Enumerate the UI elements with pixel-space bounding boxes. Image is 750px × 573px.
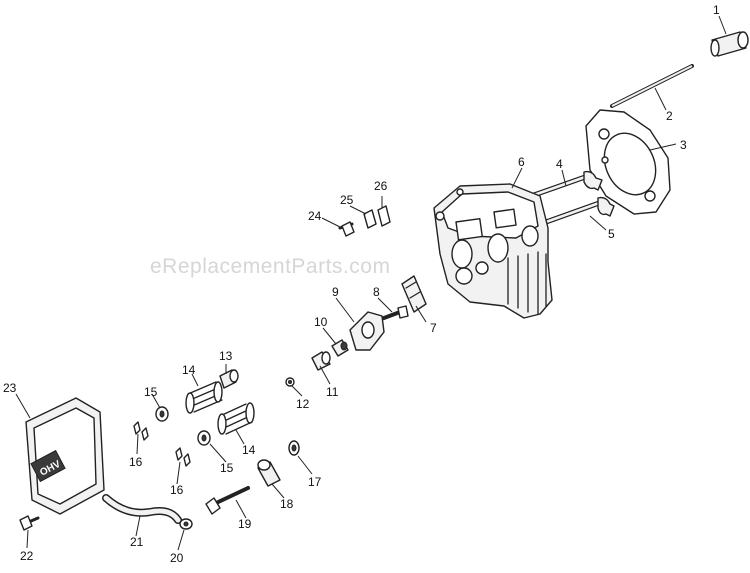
- callout-14-upper: 14: [182, 363, 196, 377]
- callout-4: 4: [556, 157, 563, 171]
- part-21-breather-hose[interactable]: [102, 494, 182, 524]
- callout-24: 24: [308, 209, 322, 223]
- part-2-push-rod[interactable]: [610, 64, 694, 108]
- leader-lines: [15, 15, 727, 551]
- callout-17: 17: [308, 475, 322, 489]
- part-25-clip[interactable]: [363, 209, 377, 229]
- callout-22: 22: [20, 549, 34, 563]
- part-23-valve-cover[interactable]: OHV: [25, 397, 105, 515]
- part-17-washer[interactable]: [288, 440, 300, 456]
- callout-11: 11: [326, 385, 339, 399]
- callout-15-lower: 15: [220, 461, 234, 475]
- part-26-clip[interactable]: [377, 205, 391, 227]
- part-15-washer-upper[interactable]: [155, 406, 169, 422]
- callout-16-lower: 16: [170, 483, 184, 497]
- callout-5: 5: [608, 227, 615, 241]
- part-20-hose-clamp[interactable]: [179, 518, 193, 530]
- part-13-retainer[interactable]: [219, 369, 239, 389]
- callout-8: 8: [373, 285, 380, 299]
- callout-7: 7: [430, 321, 437, 335]
- part-14-valve-spring-lower[interactable]: [217, 402, 255, 435]
- callout-18: 18: [280, 497, 294, 511]
- callout-19: 19: [238, 517, 252, 531]
- callout-21: 21: [130, 535, 144, 549]
- part-7-rocker-plate[interactable]: [401, 275, 427, 313]
- callout-3: 3: [680, 138, 687, 152]
- part-8-rocker-stud[interactable]: [382, 305, 409, 320]
- callout-13: 13: [219, 349, 233, 363]
- part-15-washer-lower[interactable]: [197, 430, 211, 446]
- part-24-screw[interactable]: [338, 221, 355, 237]
- part-6-cylinder-head[interactable]: [433, 183, 553, 319]
- callout-9: 9: [332, 285, 339, 299]
- part-3-head-gasket[interactable]: [585, 109, 671, 215]
- callout-15-upper: 15: [144, 385, 158, 399]
- part-12-nut[interactable]: [285, 377, 295, 387]
- callout-6: 6: [518, 155, 525, 169]
- part-16-keepers-lower[interactable]: [175, 447, 191, 467]
- part-9-rocker-arm[interactable]: [349, 311, 385, 351]
- callout-23: 23: [3, 381, 17, 395]
- callout-2: 2: [666, 109, 673, 123]
- watermark-text: eReplacementParts.com: [150, 255, 390, 278]
- part-1-lifter[interactable]: [710, 31, 749, 57]
- callout-16-upper: 16: [129, 455, 143, 469]
- part-5-valve[interactable]: [543, 196, 615, 225]
- callout-20: 20: [170, 551, 184, 565]
- callout-10: 10: [314, 315, 328, 329]
- part-19-bolt[interactable]: [205, 486, 250, 515]
- part-4-valve[interactable]: [531, 170, 603, 198]
- callout-1: 1: [713, 3, 720, 17]
- part-18-spacer[interactable]: [257, 459, 281, 487]
- callout-14-lower: 14: [242, 443, 256, 457]
- callout-12: 12: [296, 397, 310, 411]
- callout-26: 26: [374, 179, 388, 193]
- part-22-screw[interactable]: [19, 515, 40, 531]
- callout-25: 25: [340, 193, 354, 207]
- part-14-valve-spring-upper[interactable]: [185, 381, 223, 414]
- part-16-keepers-upper[interactable]: [133, 421, 149, 441]
- part-11-valve-cap[interactable]: [311, 351, 331, 371]
- callout-labels: 1 2 3 4 5 6 7 8 9 10 11 12 13 14 14 15 1…: [3, 3, 720, 565]
